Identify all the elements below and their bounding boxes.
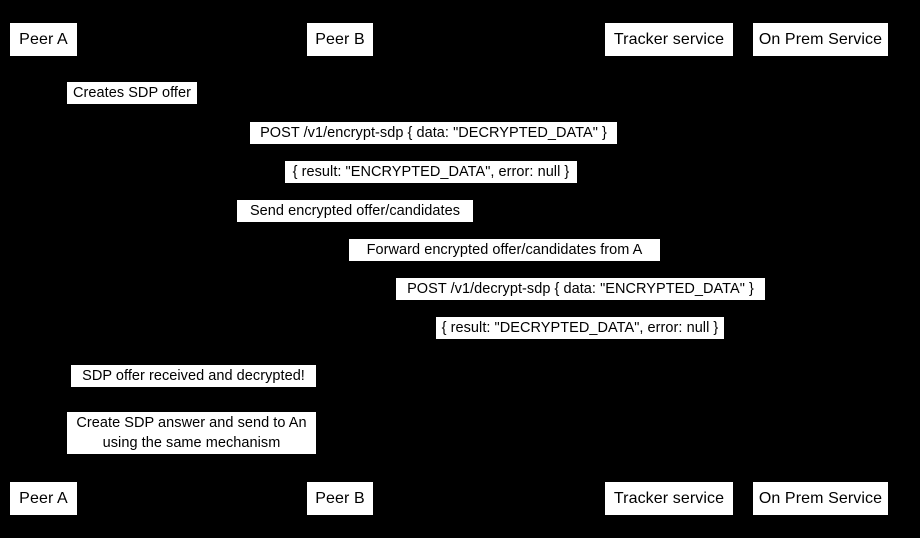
message-send-encrypted-offer: Send encrypted offer/candidates [237,200,473,222]
message-text: Creates SDP offer [73,84,191,101]
lifeline-peer-a [43,62,44,476]
message-text: POST /v1/decrypt-sdp { data: "ENCRYPTED_… [407,280,754,297]
note-create-sdp-answer: Create SDP answer and send to An using t… [67,412,316,454]
message-result-decrypted-data: { result: "DECRYPTED_DATA", error: null … [436,317,724,339]
message-text: { result: "ENCRYPTED_DATA", error: null … [292,163,570,180]
actor-footer-on-prem-service[interactable]: On Prem Service [753,482,888,515]
message-forward-encrypted-offer: Forward encrypted offer/candidates from … [349,239,660,261]
lifeline-on-prem [821,62,822,476]
message-post-encrypt-sdp: POST /v1/encrypt-sdp { data: "DECRYPTED_… [250,122,617,144]
actor-header-tracker-service[interactable]: Tracker service [605,23,733,56]
message-text: Send encrypted offer/candidates [249,202,461,219]
actor-label: Tracker service [613,30,725,48]
actor-label: Peer B [315,30,365,48]
lifeline-peer-b [340,62,341,476]
message-text: { result: "DECRYPTED_DATA", error: null … [441,319,719,336]
actor-header-on-prem-service[interactable]: On Prem Service [753,23,888,56]
actor-label: Tracker service [613,489,725,507]
message-text: POST /v1/encrypt-sdp { data: "DECRYPTED_… [260,124,607,141]
actor-label: On Prem Service [758,30,883,48]
actor-footer-tracker-service[interactable]: Tracker service [605,482,733,515]
actor-label: Peer B [315,489,365,507]
note-text: SDP offer received and decrypted! [82,367,305,384]
actor-label: Peer A [19,489,68,507]
actor-header-peer-a[interactable]: Peer A [10,23,77,56]
note-sdp-offer-received: SDP offer received and decrypted! [71,365,316,387]
message-text: Forward encrypted offer/candidates from … [366,241,643,258]
note-text-line-2: using the same mechanism [102,435,281,451]
actor-header-peer-b[interactable]: Peer B [307,23,373,56]
actor-footer-peer-a[interactable]: Peer A [10,482,77,515]
message-result-encrypted-data: { result: "ENCRYPTED_DATA", error: null … [285,161,577,183]
message-creates-sdp-offer: Creates SDP offer [67,82,197,104]
actor-footer-peer-b[interactable]: Peer B [307,482,373,515]
actor-label: Peer A [19,30,68,48]
message-post-decrypt-sdp: POST /v1/decrypt-sdp { data: "ENCRYPTED_… [396,278,765,300]
note-text-line-1: Create SDP answer and send to An [76,415,307,431]
lifeline-tracker [669,62,670,476]
actor-label: On Prem Service [758,489,883,507]
